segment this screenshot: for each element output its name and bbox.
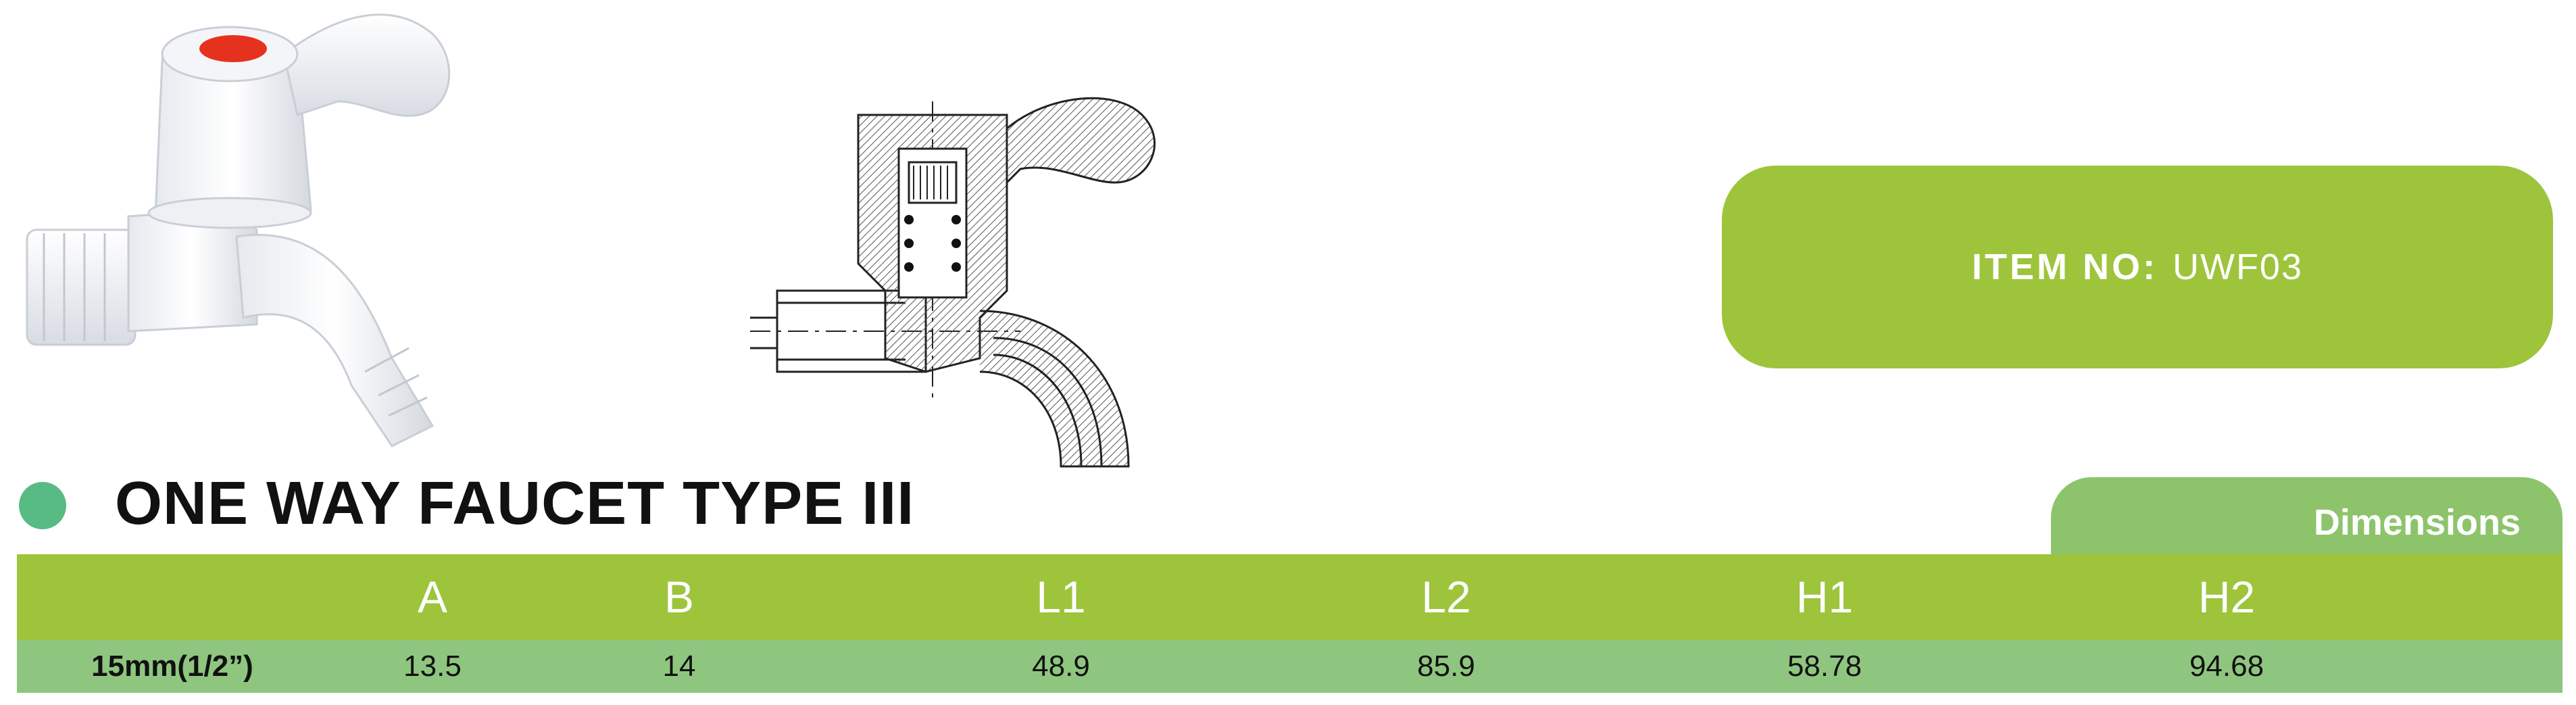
title-bullet-icon bbox=[19, 482, 66, 529]
column-header-b: B bbox=[664, 572, 695, 622]
column-header-size bbox=[17, 554, 220, 640]
cell-h2: 94.68 bbox=[2189, 650, 2264, 683]
faucet-product-photo bbox=[26, 14, 451, 447]
column-header-h1: H1 bbox=[1795, 572, 1854, 622]
item-number-badge: ITEM NO: UWF03 bbox=[1722, 166, 2553, 368]
dimensions-tab: Dimensions bbox=[2051, 477, 2562, 554]
cell-a: 13.5 bbox=[403, 650, 462, 683]
column-header-l1: L1 bbox=[1036, 572, 1086, 622]
cell-b: 14 bbox=[662, 650, 696, 683]
cell-h1: 58.78 bbox=[1787, 650, 1862, 683]
table-header-row: A B L1 L2 H1 H2 bbox=[17, 554, 2562, 640]
item-number-value: UWF03 bbox=[2172, 247, 2303, 287]
column-header-l2: L2 bbox=[1421, 572, 1471, 622]
table-row: 15mm(1/2”) 13.5 14 48.9 85.9 58.78 94.68 bbox=[17, 640, 2562, 693]
column-header-h2: H2 bbox=[2198, 572, 2256, 622]
column-header-a: A bbox=[417, 572, 448, 622]
cell-size: 15mm(1/2”) bbox=[91, 650, 253, 683]
faucet-cross-section-drawing bbox=[750, 97, 1156, 468]
cell-l2: 85.9 bbox=[1417, 650, 1475, 683]
cell-l1: 48.9 bbox=[1032, 650, 1090, 683]
item-number-label: ITEM NO: bbox=[1972, 247, 2158, 287]
product-title: ONE WAY FAUCET TYPE III bbox=[115, 470, 915, 537]
